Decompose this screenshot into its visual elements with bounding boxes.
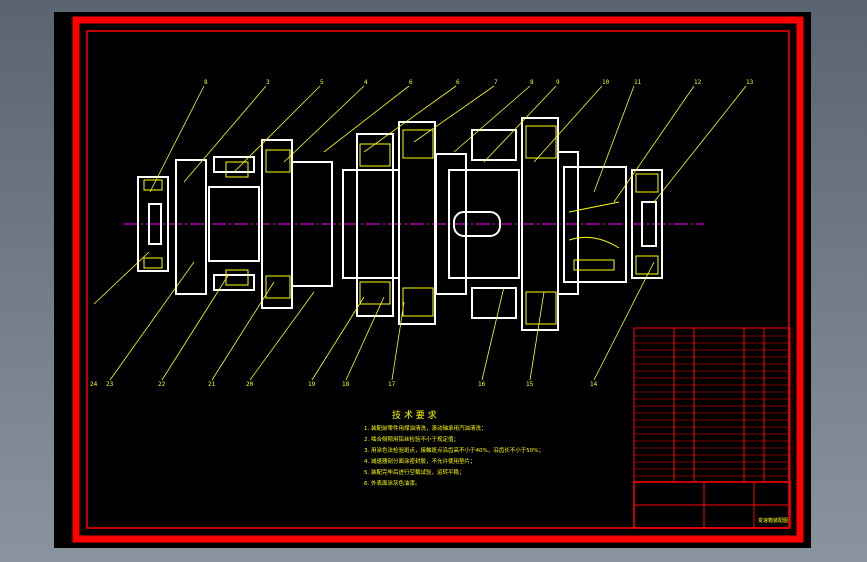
- drawing-canvas[interactable]: 8 3 5 4 6 6 7 8 9 10 11 12 13 24 23 22 21 20 19 18 17 16 15 14…: [54, 12, 811, 548]
- tech-line: 4. 减速器剖分面涂密封胶，不允许使用垫片；: [364, 457, 476, 465]
- balloon-top-label: 6: [456, 79, 460, 86]
- shaft-assembly: [137, 117, 663, 331]
- balloon-top-label: 8: [204, 79, 208, 86]
- title-block: [633, 327, 791, 529]
- technical-requirements: 技 术 要 求 1. 装配前零件用煤油清洗，滚动轴承用汽油清洗； 2. 啮合侧隙用…: [364, 409, 544, 487]
- drawing-svg: 8 3 5 4 6 6 7 8 9 10 11 12 13 24 23 22 21 20 19 18 17 16 15 14…: [72, 16, 804, 543]
- balloon-top-label: 7: [494, 79, 498, 86]
- balloon-top-label: 3: [266, 79, 270, 86]
- balloon-bottom-label: 21: [208, 381, 216, 388]
- balloon-bottom-label: 20: [246, 381, 254, 388]
- inner-frame: [86, 30, 790, 529]
- balloon-bottom-label: 17: [388, 381, 396, 388]
- tech-line: 2. 啮合侧隙用铅丝检验不小于规定值；: [364, 435, 459, 443]
- balloon-numbers-bottom: 24 23 22 21 20 19 18 17 16 15 14: [90, 381, 598, 388]
- balloon-bottom-label: 16: [478, 381, 486, 388]
- balloon-bottom-label: 18: [342, 381, 350, 388]
- balloon-top-label: 9: [556, 79, 560, 86]
- balloon-bottom-label: 15: [526, 381, 534, 388]
- tech-line: 3. 用涂色法检验斑点，接触斑点沿齿高不小于40%，沿齿长不小于50%；: [364, 446, 544, 454]
- balloon-top-label: 5: [320, 79, 324, 86]
- balloon-numbers-top: 8 3 5 4 6 6 7 8 9 10 11 12 13: [204, 79, 754, 86]
- balloon-top-label: 13: [746, 79, 754, 86]
- leader-lines: [93, 85, 747, 381]
- balloon-bottom-label: 22: [158, 381, 166, 388]
- balloon-top-label: 12: [694, 79, 702, 86]
- hatched-sections: [143, 125, 659, 325]
- balloon-bottom-label: 23: [106, 381, 114, 388]
- tech-line: 1. 装配前零件用煤油清洗，滚动轴承用汽油清洗；: [364, 424, 487, 432]
- balloon-top-label: 4: [364, 79, 368, 86]
- tech-title: 技 术 要 求: [392, 409, 437, 421]
- balloon-bottom-label: 19: [308, 381, 316, 388]
- title-block-label: 变速箱装配图: [758, 517, 788, 524]
- tech-line: 5. 装配完毕后进行空载试验，运转平稳；: [364, 468, 465, 476]
- outer-frame: [72, 16, 804, 543]
- balloon-bottom-label: 14: [590, 381, 598, 388]
- tech-line: 6. 外表面涂灰色油漆。: [364, 479, 421, 487]
- balloon-bottom-label: 24: [90, 381, 98, 388]
- balloon-top-label: 8: [530, 79, 534, 86]
- balloon-top-label: 11: [634, 79, 642, 86]
- balloon-top-label: 6: [409, 79, 413, 86]
- balloon-top-label: 10: [602, 79, 610, 86]
